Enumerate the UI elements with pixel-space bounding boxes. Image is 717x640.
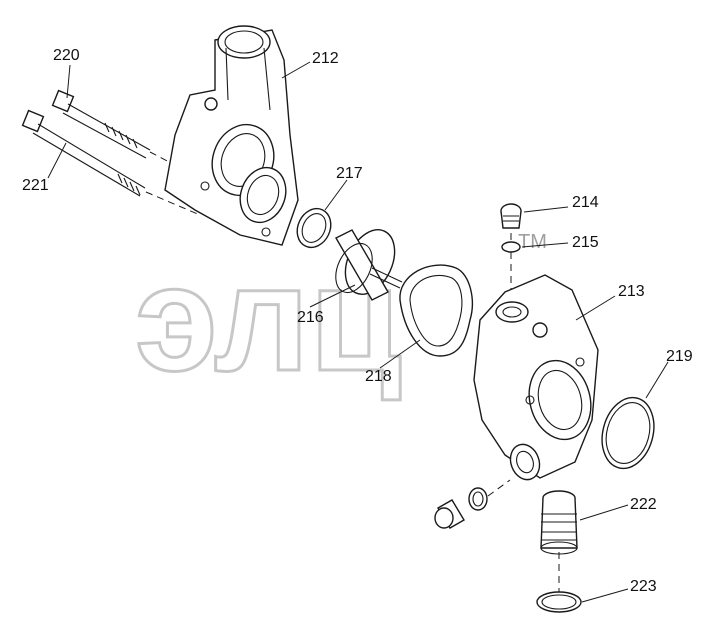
callout-220: 220 [53, 47, 80, 64]
callout-223: 223 [630, 578, 657, 595]
callout-212: 212 [312, 50, 339, 67]
bolt-221 [21, 109, 146, 197]
bolt-220 [51, 89, 151, 159]
drain-alignment-line [487, 479, 511, 497]
plug-214 [500, 203, 522, 229]
trademark-mark: TM [518, 231, 547, 253]
thermostat-216 [335, 229, 403, 301]
callout-217: 217 [336, 165, 363, 182]
drain-plug [434, 487, 488, 529]
o-ring-217 [296, 207, 332, 249]
lower-housing-213 [473, 274, 599, 481]
callout-215: 215 [572, 234, 599, 251]
callout-213: 213 [618, 283, 645, 300]
gasket-ring-219 [601, 396, 655, 470]
callout-221: 221 [22, 177, 49, 194]
callout-214: 214 [572, 194, 599, 211]
callout-222: 222 [630, 496, 657, 513]
callouts: 220 221 212 217 216 214 215 213 218 219 … [22, 47, 693, 595]
fitting-222 [540, 490, 578, 555]
leader-lines [47, 61, 669, 603]
upper-housing-212 [164, 25, 299, 246]
callout-216: 216 [297, 309, 324, 326]
callout-219: 219 [666, 348, 693, 365]
seal-ring-215 [501, 241, 521, 253]
callout-218: 218 [365, 368, 392, 385]
